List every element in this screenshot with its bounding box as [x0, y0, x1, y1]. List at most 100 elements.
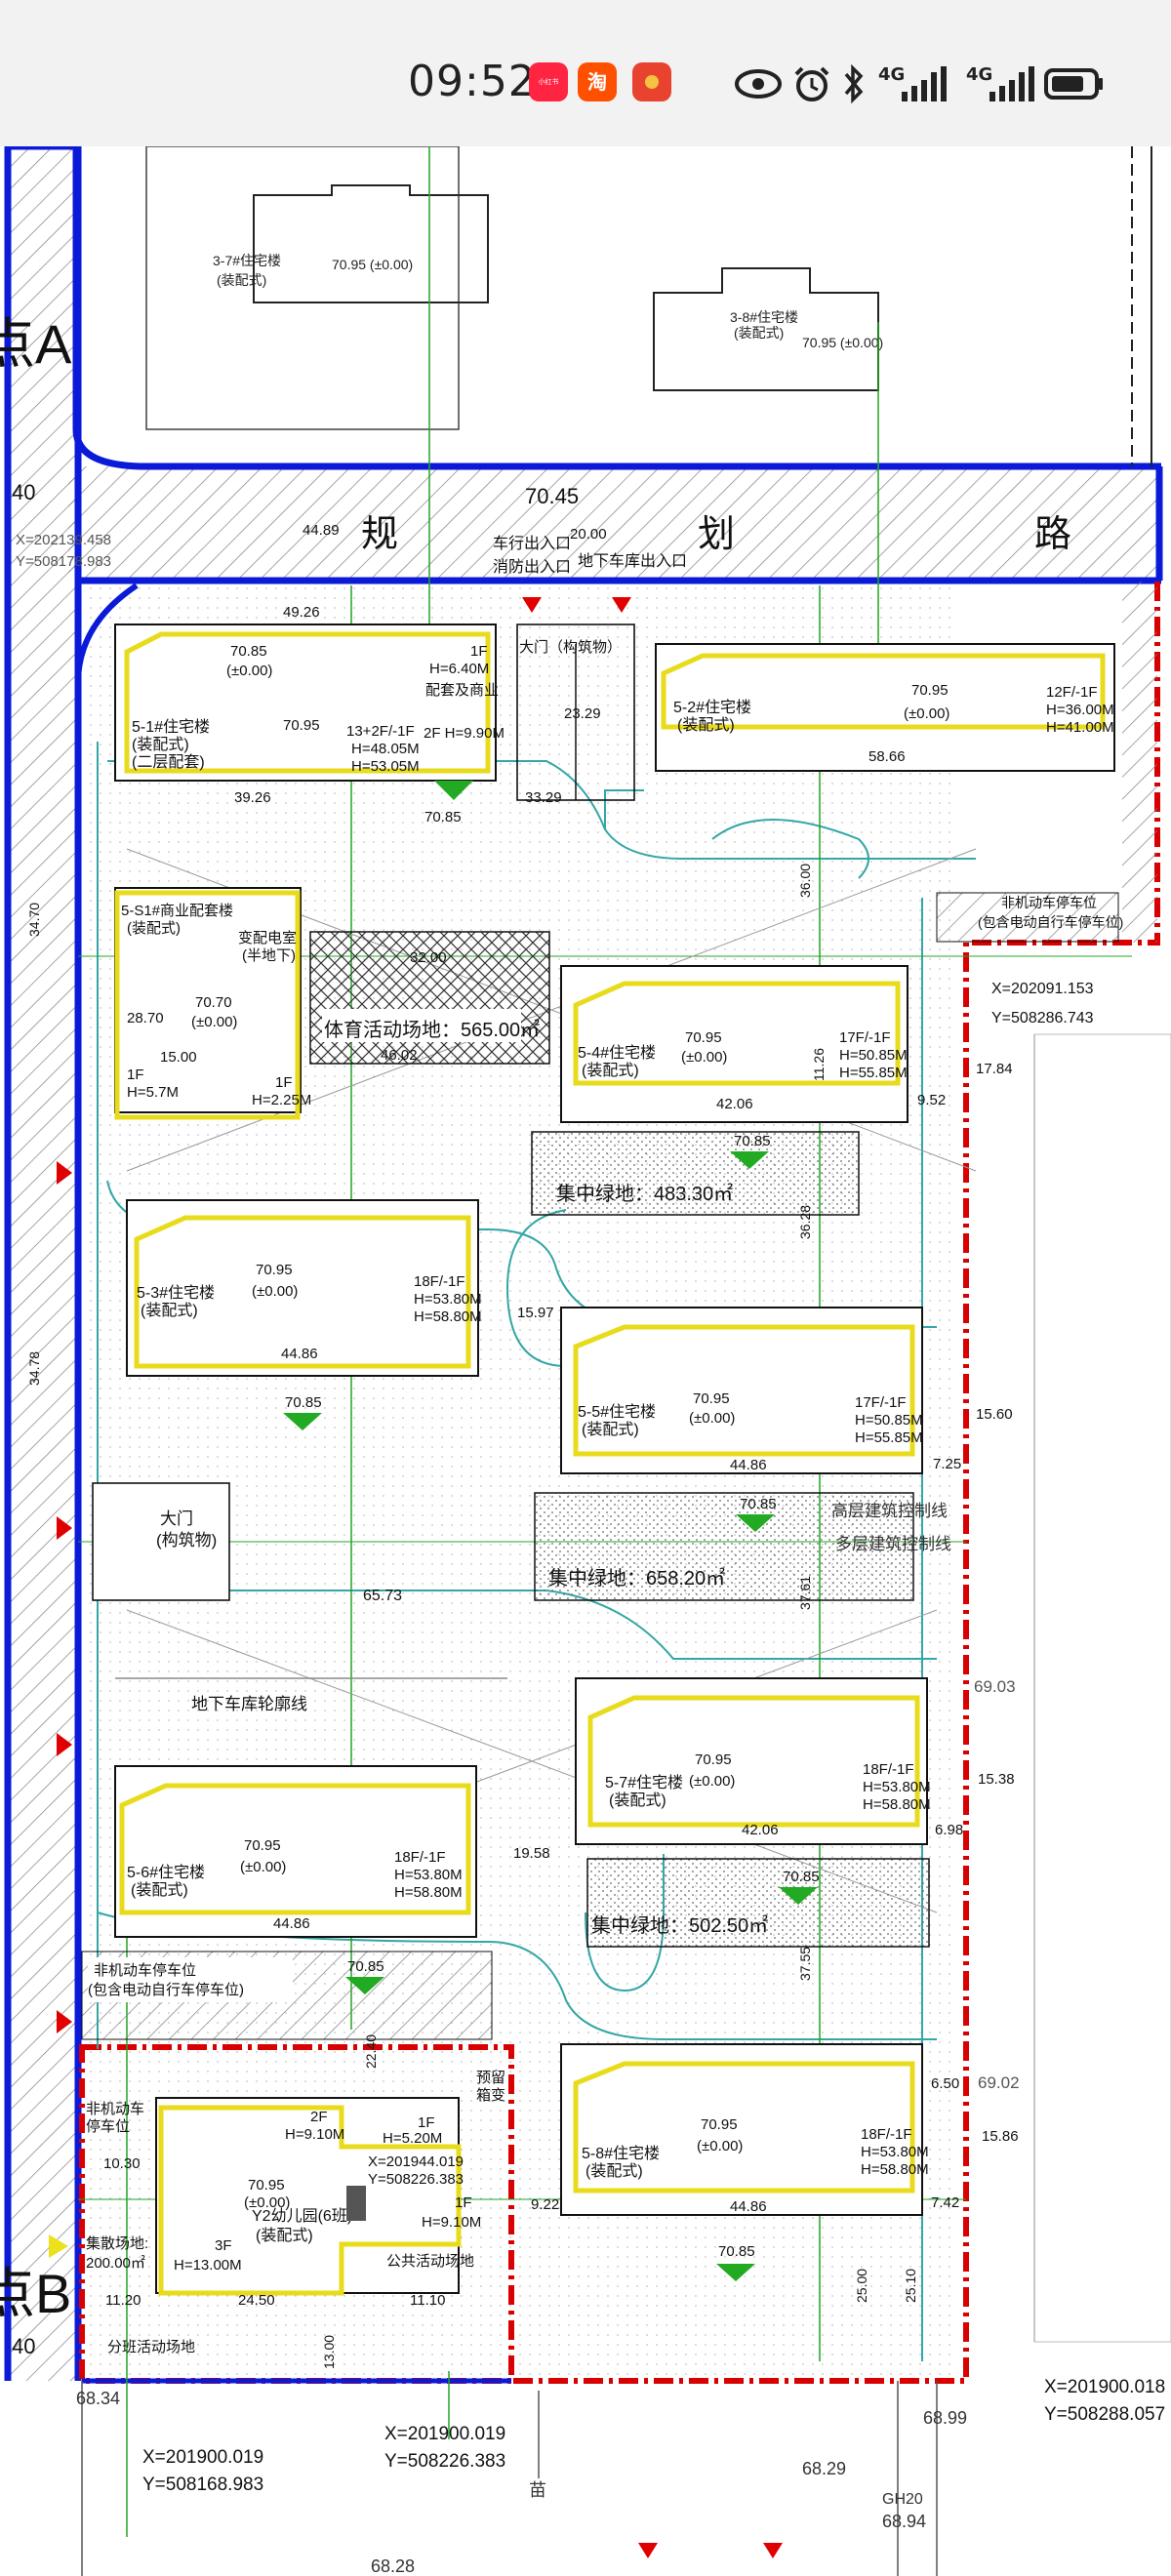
corner-b-label: 点B	[0, 2263, 71, 2324]
dim-15-97: 15.97	[517, 1305, 554, 1321]
building-5-2-sub: (装配式)	[677, 716, 735, 734]
top-road-hatch	[68, 466, 1161, 582]
dim-11-10: 11.10	[410, 2292, 445, 2309]
road-corner-curve	[75, 583, 139, 684]
building-5-1-name: 5-1#住宅楼	[132, 718, 210, 736]
building-5-8-elev: 70.95	[701, 2116, 738, 2133]
building-s1-floors2: 1F	[275, 1074, 293, 1091]
building-5-8-name: 5-8#住宅楼	[582, 2145, 660, 2162]
kg-2f: 2F	[310, 2109, 328, 2125]
building-s1-h1: H=5.7M	[127, 1084, 179, 1101]
building-5-8-sub: (装配式)	[586, 2162, 643, 2180]
bottom-arrow-1	[638, 2543, 658, 2558]
left-road-hatch	[8, 146, 78, 2381]
building-5-7-floors: 18F/-1F	[863, 1761, 914, 1778]
taobao-label: 淘	[587, 70, 607, 94]
kg-bike-1: 非机动车	[86, 2101, 144, 2117]
coord-4-x: X=201900.018	[1044, 2377, 1165, 2397]
bike-elev: 70.85	[347, 1958, 384, 1975]
dim-9-22: 9.22	[531, 2196, 559, 2213]
site-plan-drawing[interactable]: 3-7#住宅楼 (装配式) 70.95 (±0.00) 3-8#住宅楼 (装配式…	[0, 146, 1171, 2576]
building-s1-sub: (装配式)	[127, 920, 181, 937]
green-1-elev: 70.85	[734, 1133, 771, 1149]
building-s1-outline	[114, 887, 302, 1113]
kg-3f: 3F	[215, 2237, 232, 2254]
kg-elev: 70.95	[248, 2177, 285, 2194]
kg-2f-h: H=9.10M	[285, 2126, 344, 2143]
kindergarten-outline	[155, 2097, 460, 2294]
building-5-2-h2: H=41.00M	[1046, 719, 1114, 736]
green-area-1-label: 集中绿地：483.30㎡	[556, 1182, 733, 1205]
building-5-2-name: 5-2#住宅楼	[673, 699, 751, 716]
building-5-8-h2: H=58.80M	[861, 2161, 929, 2178]
dim-36-28: 36.28	[797, 1205, 813, 1239]
building-5-2-zero: (±0.00)	[904, 705, 949, 722]
dim-7-42: 7.42	[931, 2194, 959, 2211]
dim-22-40: 22.40	[363, 2034, 379, 2069]
green-1-arrow	[730, 1151, 769, 1169]
dim-44-86-b6: 44.86	[273, 1915, 310, 1932]
building-3-7-sub: (装配式)	[217, 272, 266, 288]
elev-68-28: 68.28	[371, 2556, 415, 2576]
dim-44-86-b5: 44.86	[730, 1457, 767, 1473]
bike-parking-label-1: 非机动车停车位	[94, 1962, 196, 1979]
mark-gh20: GH20	[882, 2491, 923, 2508]
dim-25-10: 25.10	[903, 2269, 918, 2303]
left-entrance-arrow-3	[57, 1733, 72, 1756]
dim-44-86-b3: 44.86	[281, 1346, 318, 1362]
battery-icon	[1044, 68, 1103, 100]
dim-34-78: 34.78	[26, 1351, 42, 1386]
redpacket-icon	[632, 62, 671, 101]
coord-4-y: Y=508288.057	[1044, 2404, 1165, 2425]
building-s1	[114, 890, 301, 1120]
left-entrance-arrow-2	[57, 1516, 72, 1540]
building-5-7-zero: (±0.00)	[689, 1773, 735, 1790]
building-s1-sub2: 变配电室	[238, 930, 297, 946]
coord-3-y: Y=508226.383	[368, 2171, 464, 2188]
status-bar: 09:52 小红书 淘 4G 4G	[0, 0, 1171, 146]
sports-label-bg	[322, 1009, 521, 1042]
building-5-8-h1: H=53.80M	[861, 2144, 929, 2160]
dim-34-70: 34.70	[26, 903, 42, 937]
sports-area-label: 体育活动场地：565.00㎡	[324, 1018, 540, 1041]
building-s1-floors: 1F	[127, 1067, 144, 1083]
dim-37-61: 37.61	[797, 1576, 813, 1610]
kg-zero: (±0.00)	[244, 2194, 290, 2211]
coord-5-y: Y=508168.983	[142, 2475, 263, 2495]
bluetooth-icon	[844, 63, 864, 104]
building-s1-elev: 70.70	[195, 994, 232, 1011]
building-5-5-h2: H=55.85M	[855, 1429, 923, 1446]
bike-parking-right-2: (包含电动自行车停车位)	[978, 914, 1123, 930]
left-entrance-arrow-yellow	[49, 2234, 68, 2258]
dim-42-06-b7: 42.06	[742, 1822, 779, 1838]
kg-public: 公共活动场地	[386, 2253, 474, 2270]
dim-7-25: 7.25	[933, 1456, 961, 1472]
elev-68-34: 68.34	[76, 2389, 120, 2408]
dim-15-86: 15.86	[982, 2128, 1019, 2145]
road-gate	[604, 789, 644, 829]
coord-5-x: X=201900.019	[142, 2447, 263, 2468]
building-5-3-h2: H=58.80M	[414, 1308, 482, 1325]
building-5-2	[661, 653, 1106, 730]
dim-9-52: 9.52	[917, 1092, 946, 1108]
building-5-1-zero: (±0.00)	[226, 663, 272, 679]
building-5-6-h2: H=58.80M	[394, 1884, 463, 1901]
building-5-3-elev: 70.95	[256, 1262, 293, 1278]
building-5-6-floors: 18F/-1F	[394, 1849, 446, 1866]
building-5-2-floors: 12F/-1F	[1046, 684, 1098, 701]
building-5-8-zero: (±0.00)	[697, 2138, 743, 2154]
dim-46-02: 46.02	[381, 1047, 418, 1064]
dim-10-30: 10.30	[103, 2155, 141, 2172]
garage-outline-label: 地下车库轮廓线	[191, 1695, 307, 1713]
building-5-5-outline	[560, 1307, 923, 1474]
dim-39-26: 39.26	[234, 789, 271, 806]
status-time: 09:52	[408, 57, 537, 106]
building-s1-h2: H=2.25M	[252, 1092, 311, 1108]
kg-1f-b-h: H=9.10M	[422, 2214, 481, 2231]
dim-15-00: 15.00	[160, 1049, 197, 1066]
building-5-7	[587, 1695, 920, 1828]
building-5-2-outline	[655, 643, 1115, 772]
dim-25-00: 25.00	[854, 2269, 869, 2303]
gate-top-label: 大门（构筑物）	[519, 639, 622, 656]
dim-11-20: 11.20	[105, 2292, 141, 2309]
